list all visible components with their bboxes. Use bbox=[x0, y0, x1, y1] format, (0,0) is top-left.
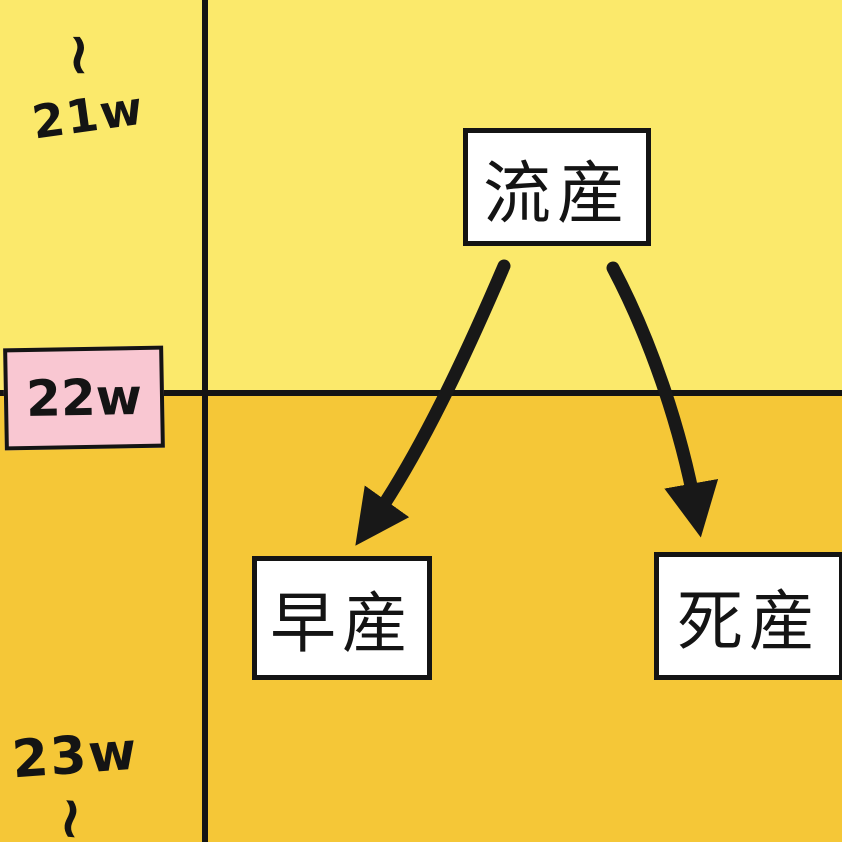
node-preterm-birth-label: 早産 bbox=[270, 585, 414, 662]
timeline-axis-line bbox=[202, 0, 208, 842]
week-21-label: 21w bbox=[28, 80, 148, 150]
squiggle-bottom-icon: ~ bbox=[36, 791, 109, 842]
node-miscarriage-label: 流産 bbox=[482, 154, 631, 234]
node-preterm-birth: 早産 bbox=[252, 556, 432, 680]
week-22-label: 22w bbox=[25, 367, 143, 429]
node-stillbirth-label: 死産 bbox=[677, 583, 821, 660]
squiggle-top-icon: ~ bbox=[46, 30, 115, 80]
region-before-22w bbox=[0, 0, 842, 394]
week-22-highlight-box: 22w bbox=[3, 345, 165, 451]
node-stillbirth: 死産 bbox=[654, 552, 842, 680]
node-miscarriage: 流産 bbox=[463, 128, 651, 246]
week-23-label: 23w bbox=[10, 721, 141, 791]
